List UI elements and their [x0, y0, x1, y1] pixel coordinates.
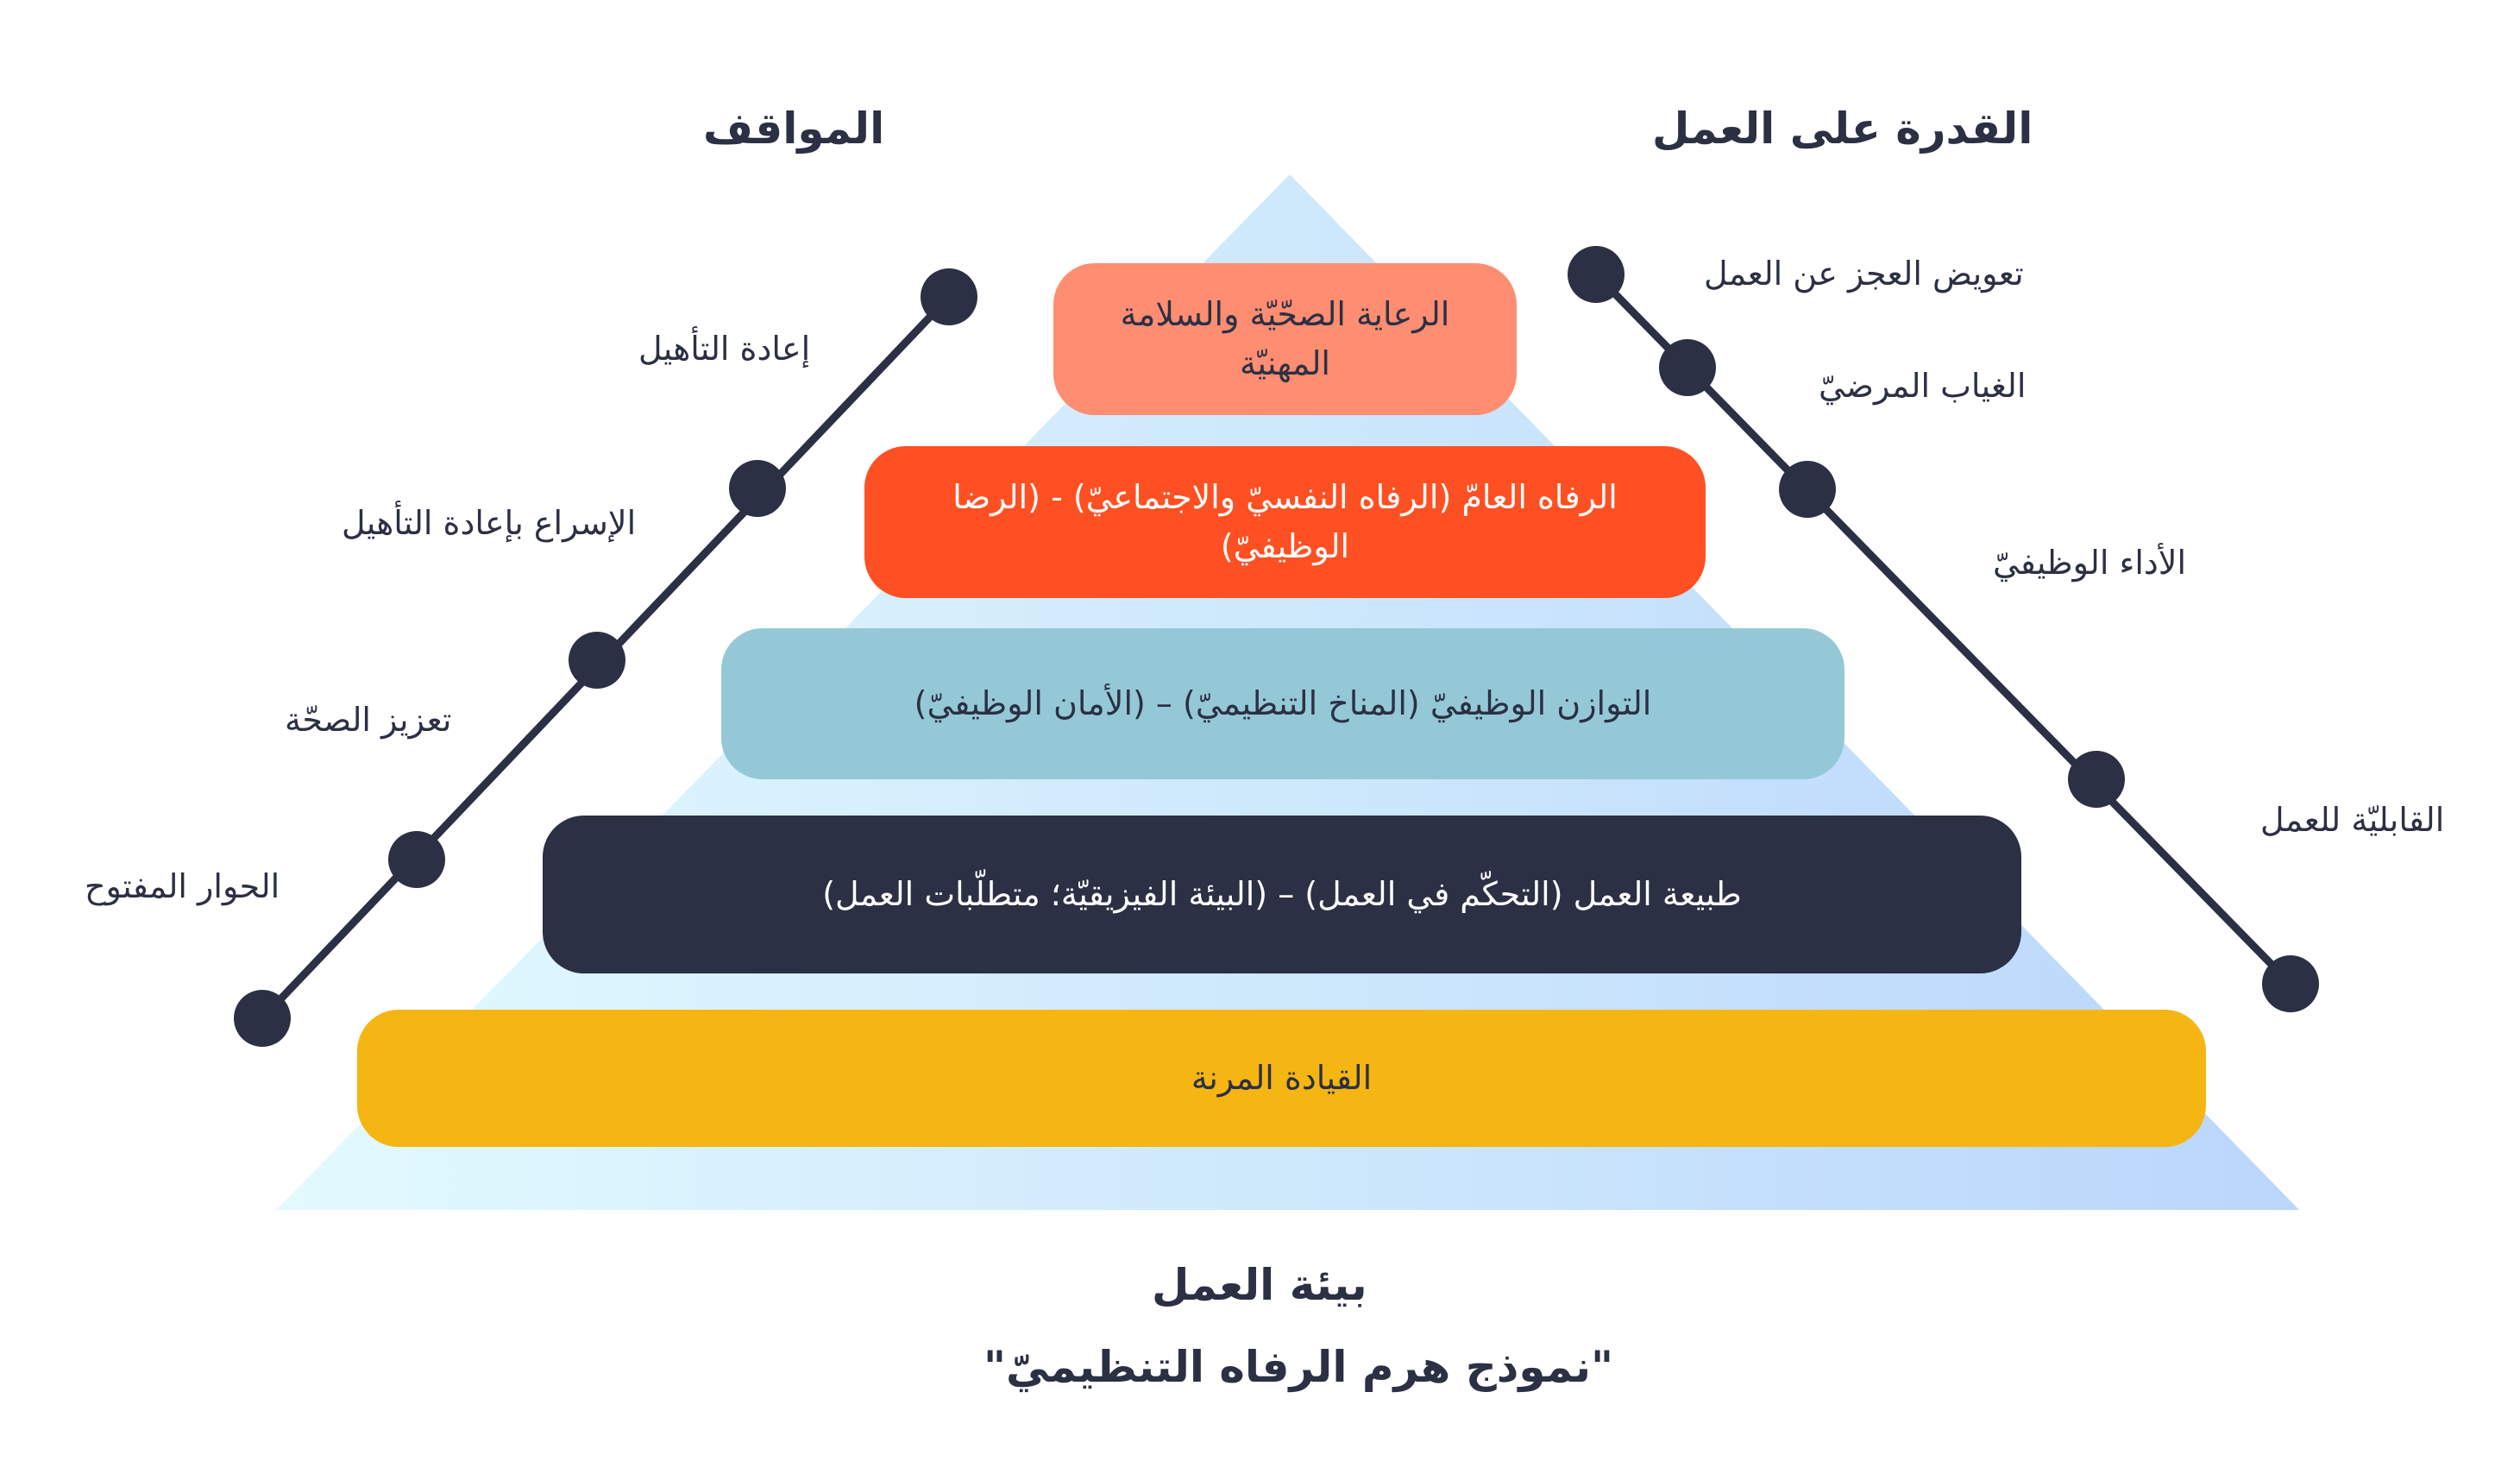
tier-occupational-health-label: الرعاية الصحّيّة والسلامة المهنيّة: [1120, 295, 1450, 382]
attitudes-heading: المواقف: [703, 104, 885, 154]
right-axis-dot: [1659, 339, 1716, 396]
right-axis-dot: [1779, 461, 1836, 518]
left-axis-dot: [729, 460, 786, 517]
left-label-health-promotion: تعزيز الصحّة: [285, 701, 452, 739]
tier-flexible-leadership-label: القيادة المرنة: [1191, 1059, 1373, 1097]
work-ability-heading: القدرة على العمل: [1652, 104, 2033, 154]
tier-occupational-health: الرعاية الصحّيّة والسلامة المهنيّة: [1053, 263, 1517, 415]
left-axis: [234, 268, 977, 1047]
tier-flexible-leadership: القيادة المرنة: [357, 1010, 2206, 1147]
tier-nature-of-work: طبيعة العمل (التحكّم في العمل) – (البيئة…: [543, 816, 2021, 973]
right-label-disability-compensation: تعويض العجز عن العمل: [1704, 255, 2024, 293]
left-axis-dot: [234, 990, 291, 1047]
left-label-open-dialogue: الحوار المفتوح: [85, 867, 280, 905]
right-axis-dot: [1568, 246, 1624, 303]
model-title: "نموذج هرم الرفاه التنظيميّ": [983, 1342, 1614, 1392]
left-label-rehabilitation: إعادة التأهيل: [638, 330, 811, 368]
tier-job-balance: التوازن الوظيفيّ (المناخ التنظيميّ) – (ا…: [721, 628, 1844, 779]
left-label-accelerated-rehabilitation: الإسراع بإعادة التأهيل: [342, 504, 637, 542]
right-axis: [1568, 246, 2319, 1012]
right-label-job-performance: الأداء الوظيفيّ: [1993, 544, 2187, 582]
right-axis-dot: [2262, 955, 2319, 1012]
tier-job-balance-label: التوازن الوظيفيّ (المناخ التنظيميّ) – (ا…: [914, 684, 1652, 722]
tier-nature-of-work-label: طبيعة العمل (التحكّم في العمل) – (البيئة…: [822, 875, 1742, 913]
right-label-sick-absence: الغياب المرضيّ: [1819, 367, 2027, 405]
left-axis-dot: [388, 831, 445, 888]
tier-general-wellbeing: الرفاه العامّ (الرفاه النفسيّ والاجتماعي…: [864, 446, 1706, 598]
work-environment-heading: بيئة العمل: [1152, 1260, 1367, 1310]
left-axis-dot: [569, 632, 625, 689]
right-axis-dot: [2068, 751, 2125, 808]
tier-general-wellbeing-label: الرفاه العامّ (الرفاه النفسيّ والاجتماعي…: [952, 478, 1618, 565]
left-axis-dot: [921, 268, 977, 325]
right-label-employability: القابليّة للعمل: [2260, 801, 2445, 839]
